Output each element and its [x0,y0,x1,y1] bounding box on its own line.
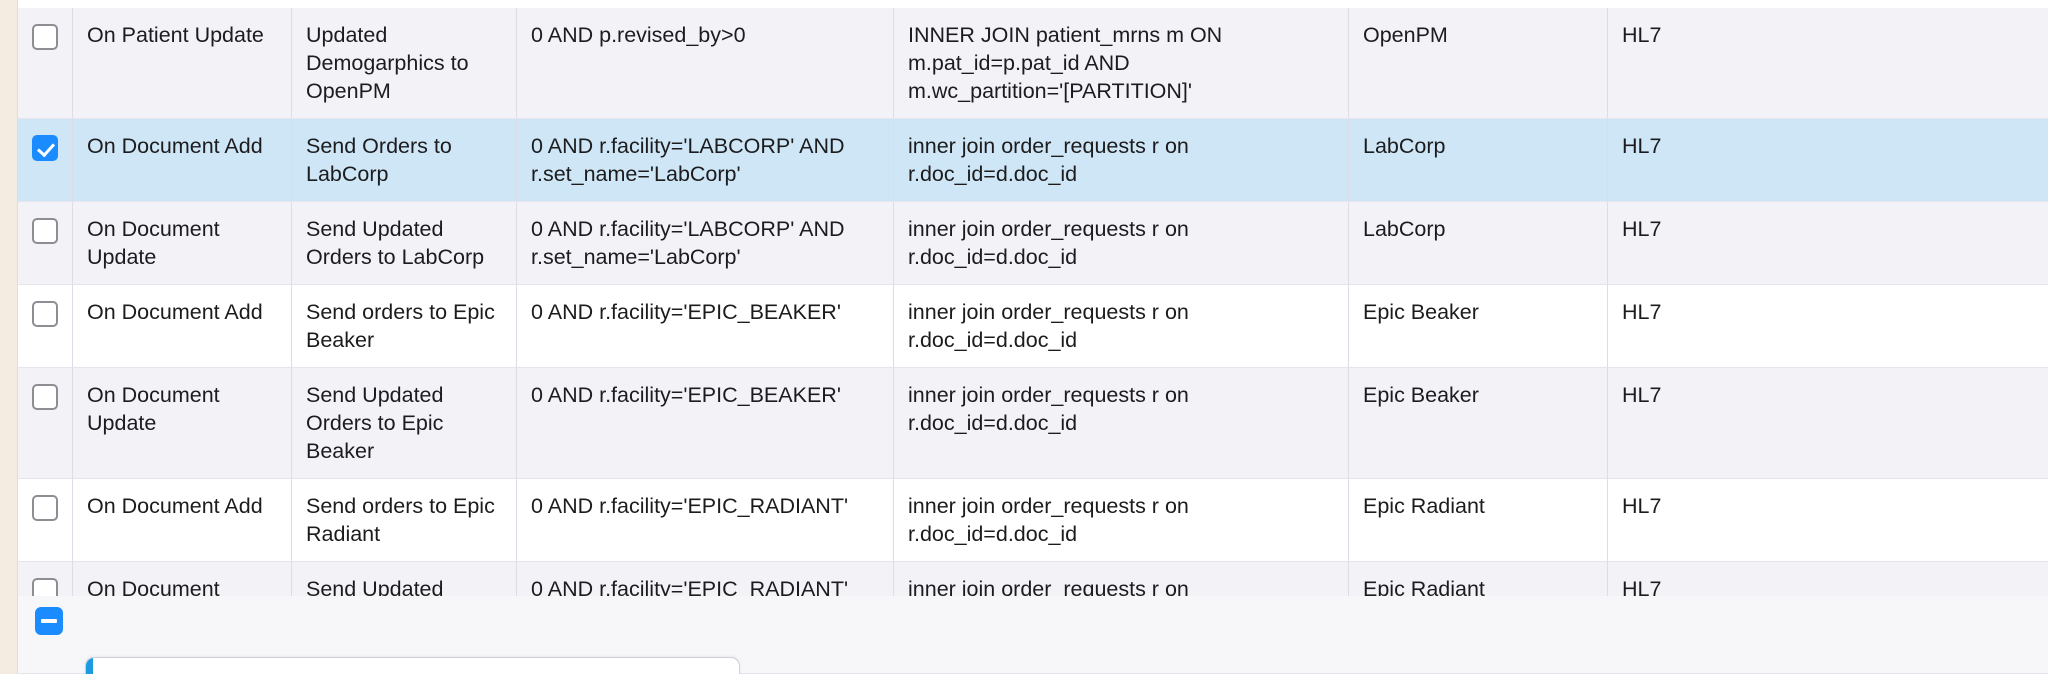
cell-destination[interactable]: Epic Radiant [1349,479,1608,561]
page-left-gutter [0,0,17,674]
cell-condition[interactable]: 0 AND r.facility='EPIC_BEAKER' [517,368,894,478]
cell-event[interactable]: On Document Add [73,285,292,367]
cell-destination[interactable]: LabCorp [1349,119,1608,201]
cell-condition[interactable]: 0 AND r.facility='LABCORP' AND r.set_nam… [517,202,894,284]
cell-join[interactable]: inner join order_requests r on r.doc_id=… [894,202,1349,284]
cell-condition[interactable]: 0 AND r.facility='EPIC_RADIANT' [517,479,894,561]
row-select-cell[interactable] [17,119,73,201]
cell-condition[interactable]: 0 AND r.facility='LABCORP' AND r.set_nam… [517,119,894,201]
cell-event[interactable]: On Patient Update [73,8,292,118]
cell-event[interactable]: On Document Add [73,479,292,561]
checkbox-unchecked-icon[interactable] [31,24,58,50]
row-select-cell[interactable] [17,479,73,561]
cell-name[interactable]: Updated Demogarphics to OpenPM [292,8,517,118]
cell-join[interactable]: inner join order_requests r on r.doc_id=… [894,368,1349,478]
cell-format[interactable]: HL7 [1622,383,1662,407]
cell-event[interactable]: On Document Update [73,202,292,284]
checkbox-unchecked-icon[interactable] [31,218,58,244]
cell-format[interactable]: HL7 [1622,300,1662,324]
cell-name[interactable]: Send orders to Epic Beaker [292,285,517,367]
cell-condition[interactable]: 0 AND p.revised_by>0 [517,8,894,118]
cell-join[interactable]: INNER JOIN patient_mrns m ON m.pat_id=p.… [894,8,1349,118]
checkbox-checked-icon[interactable] [31,135,58,161]
cell-name[interactable]: Send Orders to LabCorp [292,119,517,201]
cell-join[interactable]: inner join order_requests r on r.doc_id=… [894,479,1349,561]
cell-name[interactable]: Send orders to Epic Radiant [292,479,517,561]
checkbox-unchecked-icon[interactable] [31,495,58,521]
cell-destination[interactable]: Epic Beaker [1349,285,1608,367]
cell-format[interactable]: HL7 [1622,134,1662,158]
cell-event[interactable]: On Document Update [73,368,292,478]
row-select-cell[interactable] [17,368,73,478]
cell-name[interactable]: Send Updated Orders to Epic Beaker [292,368,517,478]
popup-accent-bar [86,658,93,674]
cell-name[interactable]: Send Updated Orders to LabCorp [292,202,517,284]
cell-condition[interactable]: 0 AND r.facility='EPIC_BEAKER' [517,285,894,367]
cell-destination[interactable]: LabCorp [1349,202,1608,284]
minus-icon[interactable] [35,607,63,635]
row-select-cell[interactable] [17,202,73,284]
checkbox-unchecked-icon[interactable] [31,301,58,327]
page-gutter-edge [17,0,18,674]
row-select-cell[interactable] [17,285,73,367]
detail-popup-panel[interactable] [85,657,740,674]
grid-top-strip [17,0,2048,8]
checkbox-unchecked-icon[interactable] [31,384,58,410]
row-select-cell[interactable] [17,8,73,118]
cell-format[interactable]: HL7 [1622,217,1662,241]
cell-event[interactable]: On Document Add [73,119,292,201]
cell-destination[interactable]: Epic Beaker [1349,368,1608,478]
cell-join[interactable]: inner join order_requests r on r.doc_id=… [894,285,1349,367]
cell-format[interactable]: HL7 [1622,23,1662,47]
cell-format[interactable]: HL7 [1622,494,1662,518]
cell-destination[interactable]: OpenPM [1349,8,1608,118]
cell-join[interactable]: inner join order_requests r on r.doc_id=… [894,119,1349,201]
